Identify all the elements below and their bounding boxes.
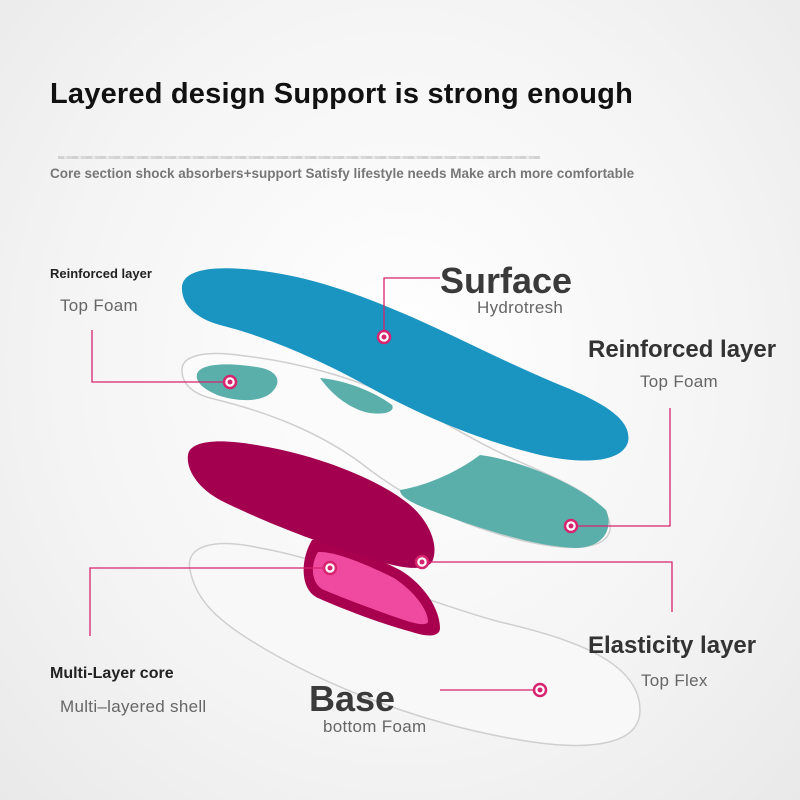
subheadline: Core section shock absorbers+support Sat…: [50, 166, 635, 181]
multilayer-core-title: Multi-Layer core: [50, 665, 174, 682]
leader-multilayer: [89, 567, 330, 636]
divider-line: [58, 156, 540, 159]
left-reinforced-subtitle: Top Foam: [60, 296, 138, 315]
leader-lines: [89, 277, 673, 691]
multilayer-core-subtitle: Multi–layered shell: [60, 697, 207, 716]
left-reinforced-title: Reinforced layer: [50, 266, 152, 281]
leader-elasticity: [422, 561, 673, 612]
reinforced-arch-pad: [320, 378, 393, 414]
elasticity-subtitle: Top Flex: [641, 671, 708, 690]
leader-surface: [383, 277, 440, 337]
base-layer: [188, 542, 641, 747]
base-title: Base: [309, 678, 396, 719]
surface-layer: [181, 268, 629, 461]
right-reinforced-title: Reinforced layer: [588, 336, 777, 363]
elasticity-layer: [187, 441, 435, 568]
elasticity-title: Elasticity layer: [588, 632, 757, 659]
leader-right-reinforced: [571, 408, 671, 527]
reinforced-forefoot-pad: [400, 455, 609, 548]
leader-left-reinforced: [91, 330, 230, 383]
marker-dots: [222, 329, 579, 698]
headline: Layered design Support is strong enough: [50, 78, 634, 110]
multilayer-core-inner: [312, 551, 428, 625]
base-subtitle: bottom Foam: [323, 717, 427, 736]
surface-title: Surface: [440, 260, 573, 301]
right-reinforced-subtitle: Top Foam: [640, 372, 718, 391]
surface-subtitle: Hydrotresh: [477, 298, 564, 317]
